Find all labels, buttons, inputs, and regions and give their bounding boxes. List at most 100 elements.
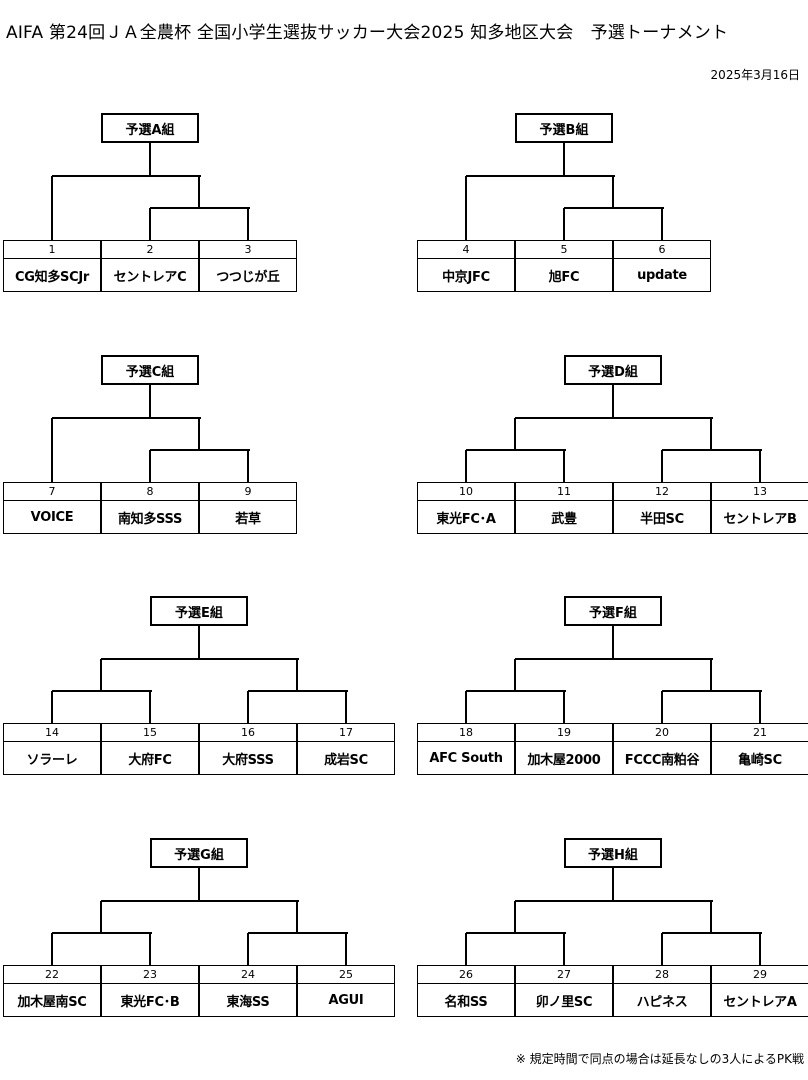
bracket-line [149, 143, 151, 176]
bracket-line [101, 658, 299, 660]
bracket-line [661, 933, 663, 965]
bracket-line [296, 901, 298, 933]
bracket-line [612, 868, 614, 901]
bracket-line [515, 900, 713, 902]
group-name: 予選D組 [564, 355, 662, 385]
team-name: VOICE [30, 509, 74, 525]
bracket-line [662, 690, 762, 692]
bracket-line [612, 176, 614, 208]
bracket-line [563, 933, 565, 965]
bracket-line [52, 417, 201, 419]
team-name: 大府SSS [222, 752, 274, 768]
team-slot: 28 ハピネス [613, 965, 711, 1017]
team-number: 15 [102, 724, 198, 742]
team-number: 28 [614, 966, 710, 984]
pk-rule-note: ※ 規定時間で同点の場合は延長なしの3人によるPK戦 [515, 1052, 804, 1066]
bracket-line [465, 691, 467, 723]
bracket-line [661, 208, 663, 240]
team-slot: 15 大府FC [101, 723, 199, 775]
team-number: 6 [614, 241, 710, 259]
bracket-line [51, 691, 53, 723]
team-slot: 21 亀崎SC [711, 723, 808, 775]
bracket-line [101, 900, 299, 902]
bracket-line [514, 418, 516, 450]
bracket-line [51, 176, 53, 240]
bracket-line [465, 933, 467, 965]
team-number: 21 [712, 724, 808, 742]
bracket-line [248, 932, 348, 934]
team-name: 南知多SSS [117, 511, 183, 527]
bracket-line [514, 659, 516, 691]
group-name: 予選F組 [564, 596, 662, 626]
team-name: 大府FC [128, 752, 172, 768]
team-name: 半田SC [640, 511, 684, 527]
team-name: CG知多SCJr [15, 269, 89, 285]
bracket-line [759, 691, 761, 723]
team-name: AGUI [328, 992, 364, 1008]
team-number: 10 [418, 483, 514, 501]
event-date: 2025年3月16日 [710, 68, 800, 82]
team-number: 12 [614, 483, 710, 501]
bracket-line [149, 691, 151, 723]
group-name: 予選E組 [150, 596, 248, 626]
team-number: 17 [298, 724, 394, 742]
bracket-line [466, 175, 615, 177]
team-slot: 14 ソラーレ [3, 723, 101, 775]
team-name: 名和SS [444, 994, 488, 1010]
team-name: 亀崎SC [738, 752, 782, 768]
bracket-line [247, 450, 249, 482]
bracket-line [612, 626, 614, 659]
team-name: つつじが丘 [216, 269, 280, 285]
bracket-line [248, 690, 348, 692]
team-name: 武豊 [551, 511, 577, 527]
bracket-line [710, 418, 712, 450]
bracket-line [466, 690, 566, 692]
team-number: 13 [712, 483, 808, 501]
team-number: 26 [418, 966, 514, 984]
bracket-line [247, 933, 249, 965]
bracket-line [710, 659, 712, 691]
team-number: 20 [614, 724, 710, 742]
team-name: 東海SS [226, 994, 270, 1010]
bracket-line [466, 932, 566, 934]
team-number: 2 [102, 241, 198, 259]
bracket-line [564, 207, 664, 209]
bracket-line [661, 691, 663, 723]
bracket-line [563, 143, 565, 176]
bracket-line [662, 932, 762, 934]
bracket-line [52, 690, 152, 692]
bracket-line [149, 385, 151, 418]
bracket-line [759, 933, 761, 965]
team-name: 東光FC･B [120, 994, 180, 1010]
bracket-line [563, 450, 565, 482]
team-name: 成岩SC [324, 752, 368, 768]
team-number: 9 [200, 483, 296, 501]
team-number: 24 [200, 966, 296, 984]
bracket-line [296, 659, 298, 691]
bracket-line [100, 901, 102, 933]
team-name: 加木屋南SC [17, 994, 87, 1010]
team-number: 1 [4, 241, 100, 259]
bracket-line [149, 208, 151, 240]
team-number: 25 [298, 966, 394, 984]
bracket-line [465, 450, 467, 482]
bracket-line [661, 450, 663, 482]
bracket-line [149, 933, 151, 965]
team-slot: 13 セントレアB [711, 482, 808, 534]
team-name: セントレアB [723, 511, 797, 527]
team-name: ハピネス [636, 994, 688, 1010]
bracket-line [345, 933, 347, 965]
team-number: 14 [4, 724, 100, 742]
team-name: ソラーレ [26, 752, 78, 768]
team-number: 7 [4, 483, 100, 501]
